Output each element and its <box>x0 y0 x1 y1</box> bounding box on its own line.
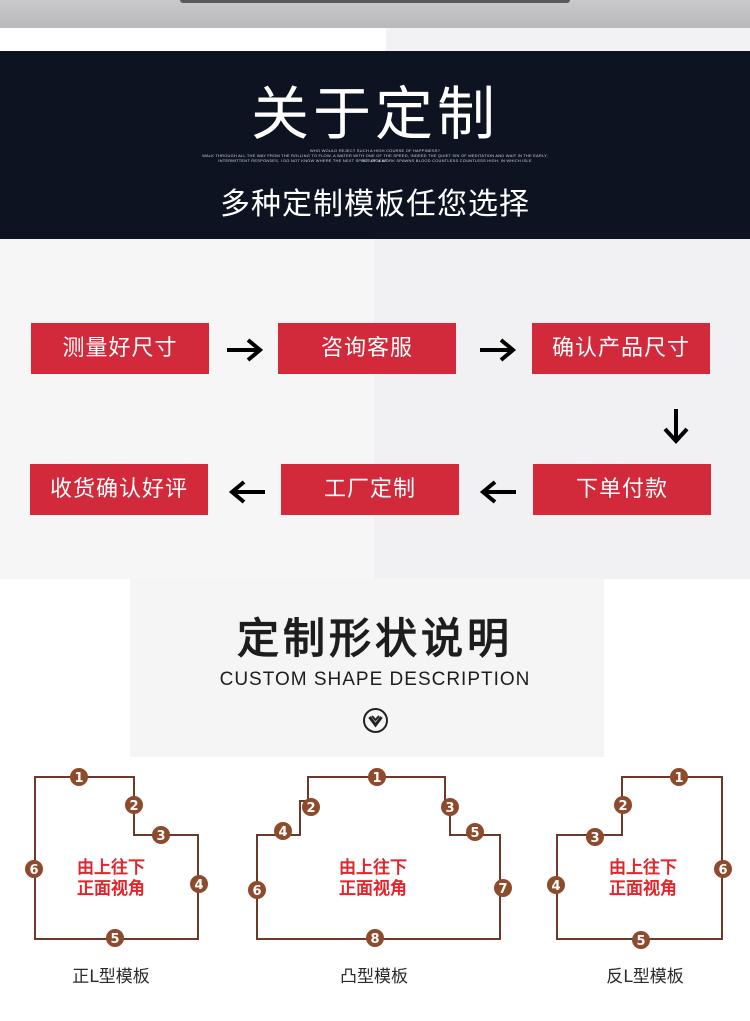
marker-7: 7 <box>494 879 512 897</box>
svg-text:3: 3 <box>445 801 454 816</box>
marker-5: 5 <box>106 929 124 947</box>
marker-1: 1 <box>368 768 386 786</box>
marker-6: 6 <box>248 881 266 899</box>
marker-6: 6 <box>714 860 732 878</box>
section-title: 定制形状说明 <box>236 614 513 663</box>
svg-text:6: 6 <box>718 863 727 878</box>
svg-text:1: 1 <box>74 771 83 786</box>
banner-fine-print-1: WHO WOULD REJECT SUCH A HIGH COURSE OF H… <box>309 148 441 153</box>
svg-text:6: 6 <box>29 863 38 878</box>
chevron-down-circle-icon <box>363 708 388 733</box>
banner-fine-print-2: WALK THROUGH ALL THE WAY FROM THE ROLLIN… <box>202 153 548 163</box>
view-note-line1: 由上往下 <box>77 858 145 878</box>
marker-3: 3 <box>441 798 459 816</box>
arrow-down-icon <box>663 409 689 444</box>
marker-6: 6 <box>25 860 43 878</box>
svg-text:2: 2 <box>618 799 627 814</box>
top-image-strip <box>0 0 750 28</box>
marker-5: 5 <box>466 823 484 841</box>
marker-2: 2 <box>125 796 143 814</box>
svg-text:4: 4 <box>278 825 287 840</box>
marker-2: 2 <box>614 796 632 814</box>
svg-text:7: 7 <box>498 882 507 897</box>
svg-text:1: 1 <box>674 771 683 786</box>
about-banner: 关于定制 WHO WOULD REJECT SUCH A HIGH COURSE… <box>0 51 750 239</box>
view-note-line1: 由上往下 <box>609 858 677 878</box>
marker-4: 4 <box>547 876 565 894</box>
banner-title: 关于定制 <box>250 80 499 148</box>
svg-text:5: 5 <box>110 932 119 947</box>
step-consult: 咨询客服 <box>278 323 456 374</box>
step-factory: 工厂定制 <box>281 464 459 515</box>
arrow-left-icon <box>479 480 516 504</box>
svg-text:6: 6 <box>252 884 261 899</box>
section-subtitle-en: CUSTOM SHAPE DESCRIPTION <box>219 669 531 690</box>
svg-text:4: 4 <box>551 879 560 894</box>
svg-text:3: 3 <box>156 829 165 844</box>
marker-1: 1 <box>70 768 88 786</box>
arrow-right-icon <box>480 338 517 362</box>
step-order-pay: 下单付款 <box>533 464 711 515</box>
banner-fine-print-3: INTERMITTENT RESPONSES, I DO NOT KNOW WH… <box>218 158 532 163</box>
template-l-shape <box>34 776 199 940</box>
divider-strip <box>0 28 750 51</box>
step-measure: 测量好尺寸 <box>31 323 209 374</box>
template-label-l: 正L型模板 <box>72 967 150 987</box>
template-reverse-l-shape <box>556 776 723 940</box>
marker-1: 1 <box>670 768 688 786</box>
view-note-line2: 正面视角 <box>609 879 677 899</box>
svg-text:2: 2 <box>129 799 138 814</box>
step-confirm-size: 确认产品尺寸 <box>532 323 710 374</box>
marker-3: 3 <box>586 828 604 846</box>
template-label-convex: 凸型模板 <box>340 967 408 987</box>
marker-3: 3 <box>152 826 170 844</box>
view-note-line2: 正面视角 <box>339 879 407 899</box>
svg-text:4: 4 <box>194 878 203 893</box>
marker-4: 4 <box>274 822 292 840</box>
arrow-left-icon <box>228 480 265 504</box>
marker-2: 2 <box>302 798 320 816</box>
svg-text:8: 8 <box>370 932 379 947</box>
template-label-reverse-l: 反L型模板 <box>606 967 684 987</box>
svg-text:2: 2 <box>306 801 315 816</box>
svg-text:5: 5 <box>636 934 645 949</box>
marker-5: 5 <box>632 931 650 949</box>
svg-text:1: 1 <box>372 771 381 786</box>
view-note-l: 由上往下 正面视角 <box>51 858 171 900</box>
svg-text:3: 3 <box>590 831 599 846</box>
banner-subtitle: 多种定制模板任您选择 <box>220 187 530 222</box>
shape-templates-diagram: 1 2 3 4 5 6 1 2 3 4 5 6 7 8 1 2 3 4 5 6 <box>25 768 732 949</box>
process-section: 测量好尺寸 咨询客服 确认产品尺寸 下单付款 工厂定制 收货确认好评 <box>0 239 750 579</box>
arrow-right-icon <box>227 338 264 362</box>
marker-8: 8 <box>366 929 384 947</box>
view-note-reverse-l: 由上往下 正面视角 <box>583 858 703 900</box>
svg-text:5: 5 <box>470 826 479 841</box>
view-note-line1: 由上往下 <box>339 858 407 878</box>
shape-description-section: 定制形状说明 CUSTOM SHAPE DESCRIPTION <box>0 579 750 1021</box>
marker-4: 4 <box>190 875 208 893</box>
view-note-convex: 由上往下 正面视角 <box>313 858 433 900</box>
device-edge <box>180 0 570 3</box>
step-receive-review: 收货确认好评 <box>30 464 208 515</box>
markers-layer: 1 2 3 4 5 6 1 2 3 4 5 6 7 8 1 2 3 4 5 6 <box>25 768 732 949</box>
view-note-line2: 正面视角 <box>77 879 145 899</box>
